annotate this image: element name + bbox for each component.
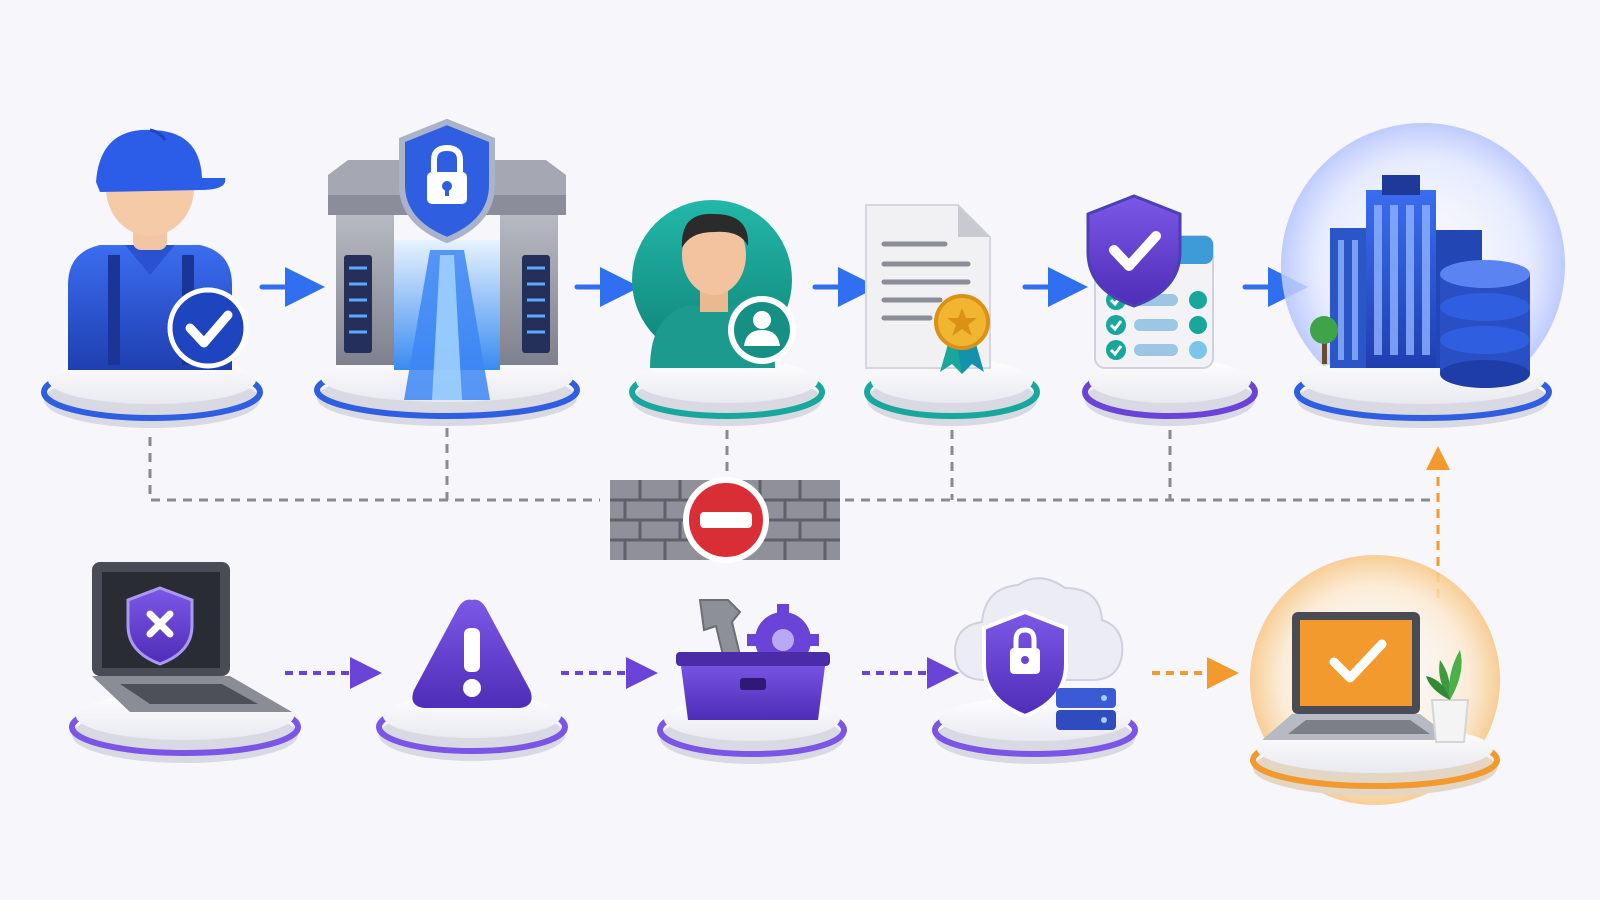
firewall-block-icon	[610, 477, 840, 563]
user-identity-icon	[632, 200, 796, 368]
disc-user	[629, 359, 825, 426]
warning-triangle-icon	[412, 599, 532, 708]
disc-checklist	[1082, 359, 1258, 426]
secure-gateway-tunnel-icon	[328, 118, 566, 400]
toolbox-wrench-gear-icon	[676, 599, 830, 720]
cloud-lock-server-icon	[953, 577, 1124, 730]
disc-certificate	[864, 359, 1040, 426]
technician-check-icon	[68, 128, 249, 370]
security-checklist-icon	[1086, 194, 1214, 369]
laptop-shield-x-icon	[92, 562, 292, 712]
building-database-icon	[1310, 175, 1530, 388]
certificate-document-icon	[865, 204, 991, 374]
drop-lines	[148, 428, 1432, 502]
laptop-check-plant-icon	[1262, 612, 1470, 743]
